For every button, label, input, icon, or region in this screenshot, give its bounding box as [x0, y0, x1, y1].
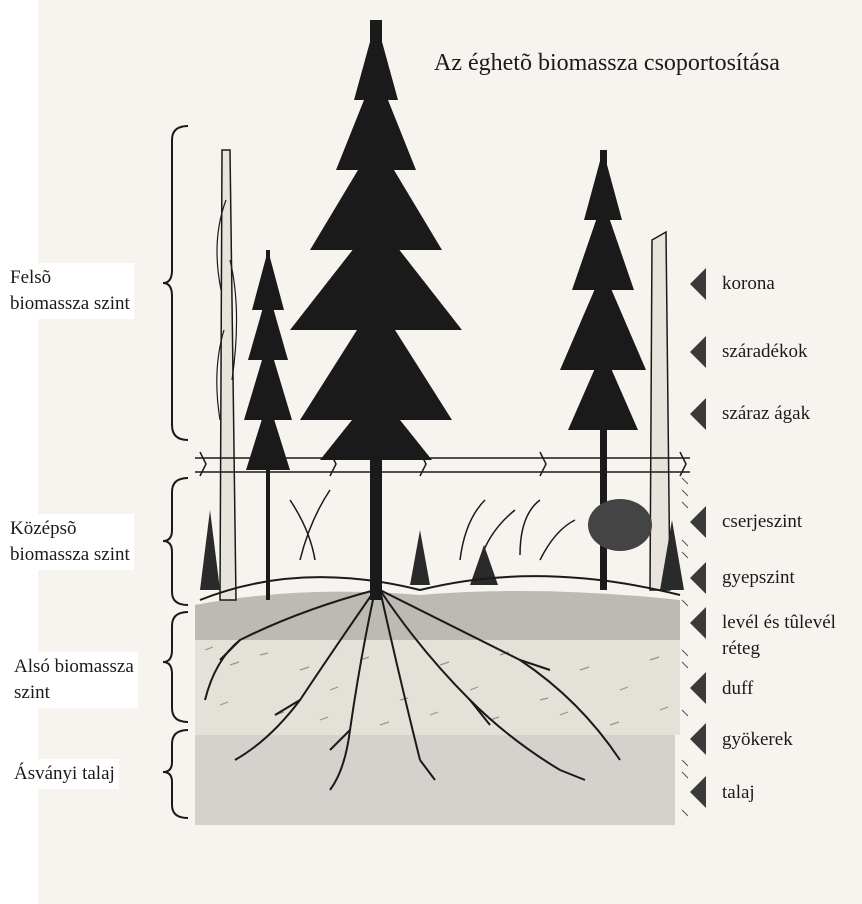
label-line: gyepszint — [722, 565, 795, 591]
label-line: duff — [722, 676, 753, 702]
dead-snag-right — [650, 232, 670, 590]
label-gyepszint: gyepszint — [722, 565, 795, 591]
left-braces — [163, 126, 188, 818]
label-szaraz-agak: száraz ágak — [722, 401, 810, 427]
marker-talaj — [690, 776, 706, 808]
shrubs — [290, 490, 575, 560]
label-line: biomassza szint — [10, 542, 130, 568]
marker-korona — [690, 268, 706, 300]
label-line: gyökerek — [722, 727, 793, 753]
label-gyokerek: gyökerek — [722, 727, 793, 753]
marker-szaraz-agak — [690, 398, 706, 430]
label-lower-biomass-level: Alsó biomassza szint — [10, 652, 138, 708]
marker-gyokerek — [690, 723, 706, 755]
label-line: Ásványi talaj — [14, 761, 115, 787]
label-line: cserjeszint — [722, 509, 802, 535]
label-korona: korona — [722, 271, 775, 297]
marker-gyepszint — [690, 562, 706, 594]
label-line: száradékok — [722, 339, 807, 365]
marker-level — [690, 607, 706, 639]
label-line: talaj — [722, 780, 755, 806]
label-line: száraz ágak — [722, 401, 810, 427]
label-line: biomassza szint — [10, 291, 130, 317]
label-line: korona — [722, 271, 775, 297]
label-duff: duff — [722, 676, 753, 702]
label-szaradekok: száradékok — [722, 339, 807, 365]
label-line: szint — [14, 680, 134, 706]
label-line: levél és tûlevél — [722, 610, 836, 636]
right-markers — [690, 268, 706, 808]
right-hatching — [682, 478, 688, 816]
label-level-es-tulevel-reteg: levél és tûlevél réteg — [722, 610, 836, 662]
ground-vegetation — [200, 499, 684, 600]
label-line: Alsó biomassza — [14, 654, 134, 680]
dead-snag-left — [217, 150, 237, 600]
label-line: Felsõ — [10, 265, 130, 291]
label-line: réteg — [722, 636, 836, 662]
marker-duff — [690, 672, 706, 704]
big-spruce-center — [290, 20, 462, 600]
label-middle-biomass-level: Középsõ biomassza szint — [6, 514, 134, 570]
small-spruce-left — [244, 250, 292, 600]
marker-szaradekok — [690, 336, 706, 368]
label-talaj: talaj — [722, 780, 755, 806]
label-line: Középsõ — [10, 516, 130, 542]
label-upper-biomass-level: Felsõ biomassza szint — [6, 263, 134, 319]
marker-cserjeszint — [690, 506, 706, 538]
label-cserjeszint: cserjeszint — [722, 509, 802, 535]
duff-layer — [195, 640, 680, 735]
label-mineral-soil: Ásványi talaj — [10, 759, 119, 789]
diagram-title: Az éghetõ biomassza csoportosítása — [434, 50, 780, 77]
